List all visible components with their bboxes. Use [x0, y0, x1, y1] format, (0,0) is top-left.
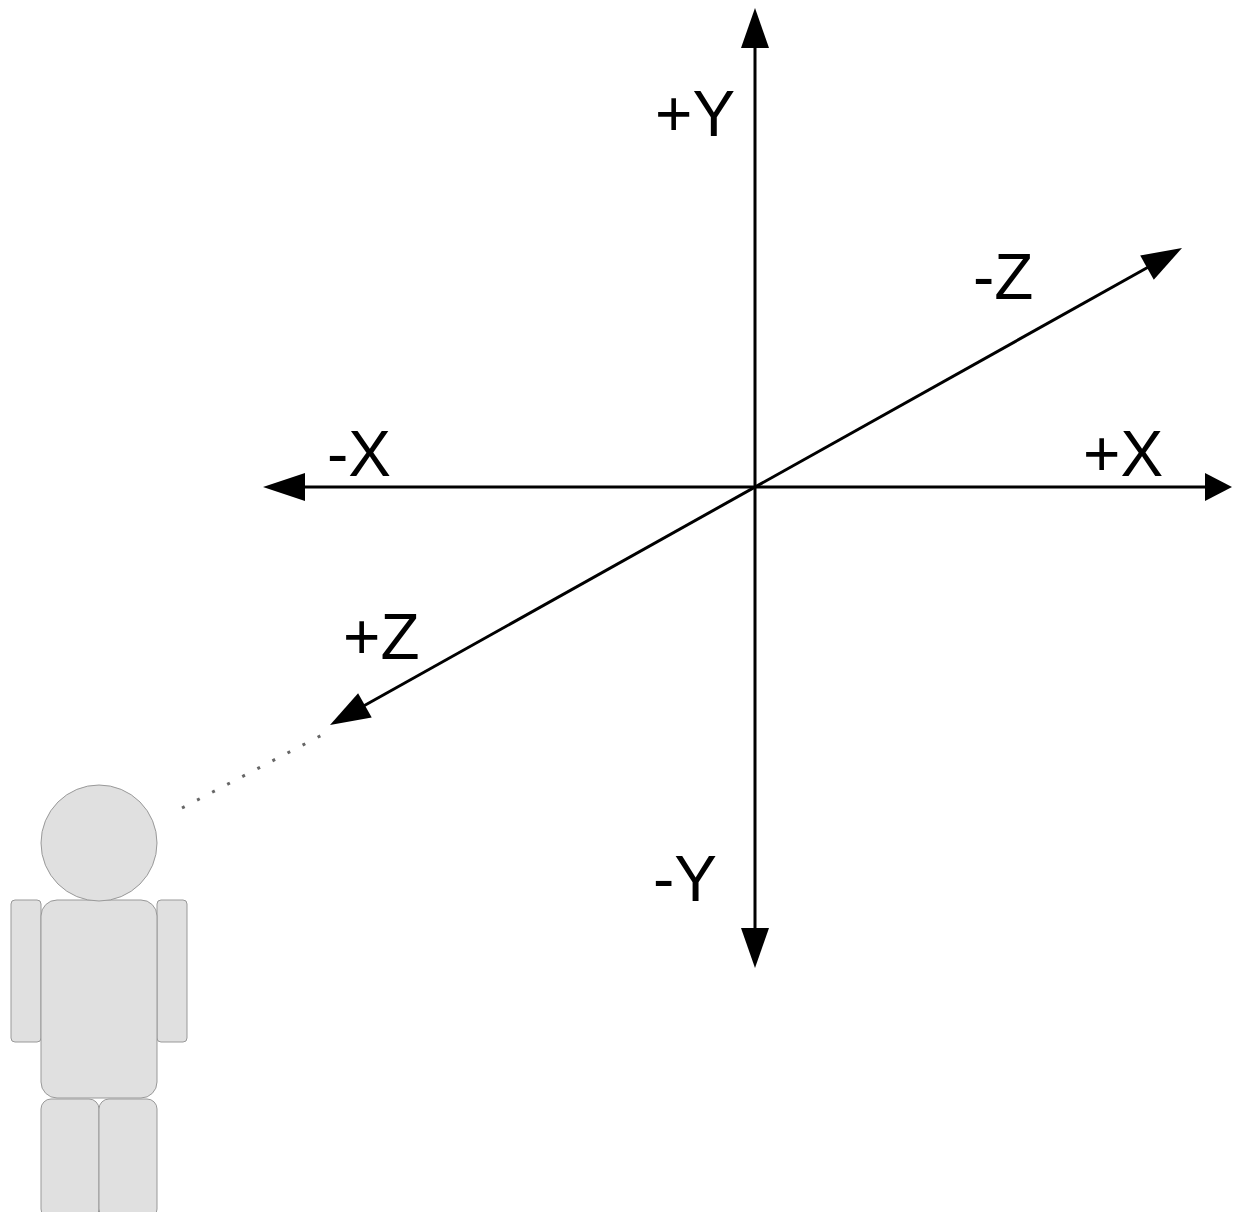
x-arrowhead: [263, 473, 305, 501]
z-axis: [360, 265, 1152, 708]
person-leg: [99, 1099, 157, 1212]
y-arrowhead: [741, 8, 769, 48]
axis-label: +Y: [655, 82, 735, 146]
y-arrowhead: [741, 928, 769, 968]
axis-label: +Z: [343, 605, 419, 669]
person-arm: [11, 900, 41, 1042]
person-leg: [41, 1099, 99, 1212]
axis-label: +X: [1083, 422, 1163, 486]
x-arrowhead: [1205, 473, 1232, 501]
person-body: [41, 900, 157, 1098]
z-arrowhead: [330, 693, 372, 725]
line-of-sight: [182, 735, 322, 808]
axis-label: -Y: [653, 847, 717, 911]
person-head: [41, 785, 157, 901]
z-arrowhead: [1140, 248, 1182, 280]
person-figure: [11, 785, 187, 1212]
axis-label: -Z: [973, 245, 1033, 309]
axis-label: -X: [327, 422, 391, 486]
person-arm: [157, 900, 187, 1042]
